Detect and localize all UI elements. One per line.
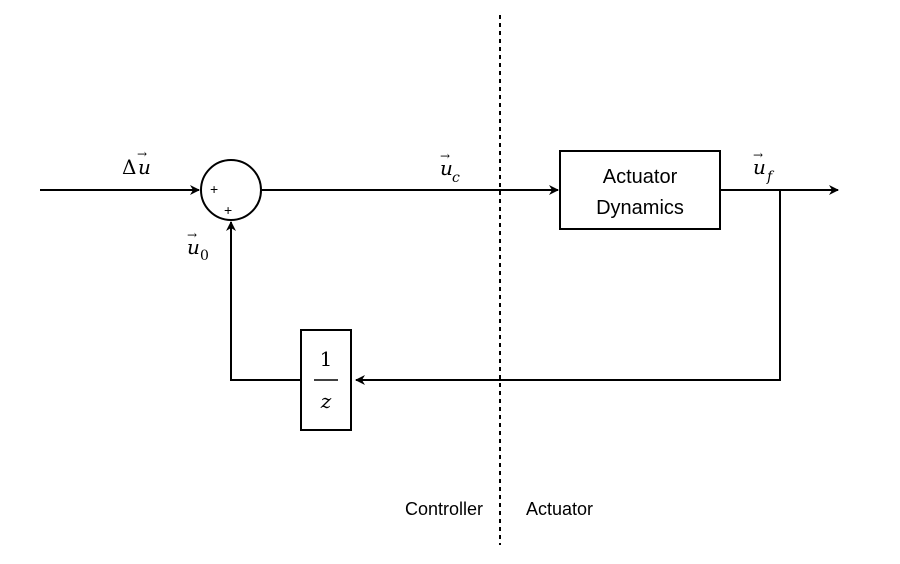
actuator-block-line2: Dynamics <box>596 197 684 219</box>
feedback-path-to-junction <box>226 221 301 381</box>
svg-text:u: u <box>753 155 766 179</box>
svg-text:→: → <box>187 228 197 242</box>
actuator-dynamics-block <box>559 150 721 230</box>
region-label-actuator: Actuator <box>526 499 593 519</box>
svg-text:u: u <box>187 235 200 259</box>
sum-plus-bottom: + <box>224 202 232 218</box>
svg-text:c: c <box>452 170 460 186</box>
actuator-block-line1: Actuator <box>603 166 678 188</box>
label-delta-u: Δ u → <box>122 147 151 179</box>
sum-plus-left: + <box>210 181 218 197</box>
svg-text:f: f <box>766 169 775 185</box>
svg-text:→: → <box>440 149 450 163</box>
svg-text:0: 0 <box>200 248 209 264</box>
region-label-controller: Controller <box>405 499 483 519</box>
label-u-0: u → 0 <box>187 228 209 264</box>
delay-numerator: 1 <box>320 347 333 371</box>
svg-text:→: → <box>753 148 763 162</box>
svg-text:u: u <box>138 155 151 179</box>
label-u-c: u → c <box>440 149 460 186</box>
svg-text:→: → <box>137 147 147 161</box>
delay-denominator: z <box>320 389 332 413</box>
svg-text:Δ: Δ <box>122 155 136 179</box>
label-u-f: u → f <box>753 148 775 185</box>
feedback-path-down-left <box>355 190 781 385</box>
svg-text:u: u <box>440 156 453 180</box>
